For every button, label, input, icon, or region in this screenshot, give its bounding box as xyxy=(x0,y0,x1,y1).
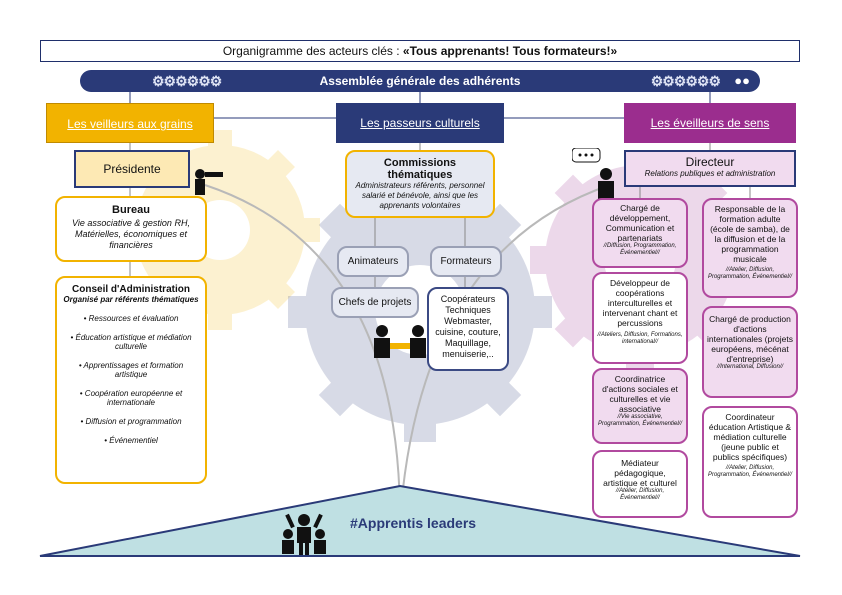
role-tags: //Atelier, Diffusion, Programmation, Évé… xyxy=(707,267,793,280)
role-box: Responsable de la formation adulte (écol… xyxy=(702,198,798,298)
role-tags: //Atelier, Diffusion, Événementiel// xyxy=(615,488,665,501)
bureau-title: Bureau xyxy=(112,204,150,216)
chefs-box: Chefs de projets xyxy=(331,287,419,318)
directeur-subtitle: Relations publiques et administration xyxy=(644,169,776,178)
role-main: Coordinatrice d'actions sociales et cult… xyxy=(602,374,678,414)
role-tags: //Atelier, Diffusion, Programmation, Évé… xyxy=(707,465,793,478)
role-main: Médiateur pédagogique, artistique et cul… xyxy=(603,458,677,488)
formateurs-label: Formateurs xyxy=(440,256,492,267)
role-box: Chargé de production d'actions internati… xyxy=(702,306,798,398)
commissions-title: Commissions thématiques xyxy=(383,157,457,181)
group-people-icon xyxy=(278,512,330,556)
category-eveilleurs: Les éveilleurs de sens xyxy=(624,103,796,143)
cooperateurs-box: Coopérateurs Techniques Webmaster, cuisi… xyxy=(427,287,509,371)
commissions-box: Commissions thématiques Administrateurs … xyxy=(345,150,495,218)
role-main: Chargé de développement, Communication e… xyxy=(605,203,675,243)
directeur-box: Directeur Relations publiques et adminis… xyxy=(624,150,796,187)
footer-hashtag: #Apprentis leaders xyxy=(350,515,477,531)
commissions-desc: Administrateurs référents, personnel sal… xyxy=(355,181,485,210)
animateurs-label: Animateurs xyxy=(347,256,399,267)
ca-subtitle: Organisé par référents thématiques xyxy=(63,295,199,304)
ca-item: • Éducation artistique et médiation cult… xyxy=(70,333,192,351)
role-tags: //International, Diffusion// xyxy=(716,364,784,370)
chefs-label: Chefs de projets xyxy=(338,297,412,308)
role-tags: //Diffusion, Programmation, Événementiel… xyxy=(603,243,677,256)
presidente-box: Présidente xyxy=(74,150,190,188)
ca-box: Conseil d'Administration Organisé par ré… xyxy=(55,276,207,484)
ca-item: • Ressources et évaluation xyxy=(83,314,179,323)
role-main: Chargé de production d'actions internati… xyxy=(707,314,793,364)
role-tags: //Ateliers, Diffusion, Formations, inter… xyxy=(597,332,683,345)
role-box: Coordinateur éducation Artistique & médi… xyxy=(702,406,798,518)
role-box: Développeur de coopérations interculture… xyxy=(592,272,688,364)
handshake-icon xyxy=(372,325,428,361)
cooperateurs-label: Coopérateurs Techniques Webmaster, cuisi… xyxy=(435,294,501,359)
category-veilleurs: Les veilleurs aux grains xyxy=(46,103,214,143)
category-passeurs: Les passeurs culturels xyxy=(336,103,504,143)
ca-item: • Événementiel xyxy=(104,436,158,445)
assembly-bar: ⚙⚙⚙⚙⚙⚙ Assemblée générale des adhérents … xyxy=(80,70,760,92)
ca-item: • Coopération européenne et internationa… xyxy=(79,389,183,407)
gears-left-icon: ⚙⚙⚙⚙⚙⚙ xyxy=(152,73,222,89)
assembly-label: Assemblée générale des adhérents xyxy=(319,74,521,88)
gears-right-icon: ⚙⚙⚙⚙⚙⚙ xyxy=(650,73,721,89)
role-box: Chargé de développement, Communication e… xyxy=(592,198,688,268)
people-group-icon: ●● xyxy=(734,73,750,88)
ca-item: • Apprentissages et formation artistique xyxy=(78,361,184,379)
bureau-desc: Vie associative & gestion RH, Matérielle… xyxy=(72,218,190,250)
bureau-box: Bureau Vie associative & gestion RH, Mat… xyxy=(55,196,207,262)
page-title: Organigramme des acteurs clés : «Tous ap… xyxy=(40,40,800,62)
animateurs-box: Animateurs xyxy=(337,246,409,277)
role-box: Médiateur pédagogique, artistique et cul… xyxy=(592,450,688,518)
title-prefix: Organigramme des acteurs clés : xyxy=(222,44,403,58)
formateurs-box: Formateurs xyxy=(430,246,502,277)
directeur-title: Directeur xyxy=(685,155,735,169)
role-main: Responsable de la formation adulte (écol… xyxy=(710,204,790,264)
role-main: Développeur de coopérations interculture… xyxy=(602,278,678,328)
role-tags: //Vie associative, Programmation, Événem… xyxy=(597,414,683,427)
speaking-person-icon xyxy=(572,148,616,200)
ca-title: Conseil d'Administration xyxy=(72,284,190,295)
title-emphasis: «Tous apprenants! Tous formateurs!» xyxy=(402,44,618,58)
role-main: Coordinateur éducation Artistique & médi… xyxy=(708,412,792,462)
ca-item: • Diffusion et programmation xyxy=(80,417,182,426)
role-box: Coordinatrice d'actions sociales et cult… xyxy=(592,368,688,444)
binoculars-person-icon xyxy=(188,168,228,196)
presidente-label: Présidente xyxy=(103,162,161,176)
